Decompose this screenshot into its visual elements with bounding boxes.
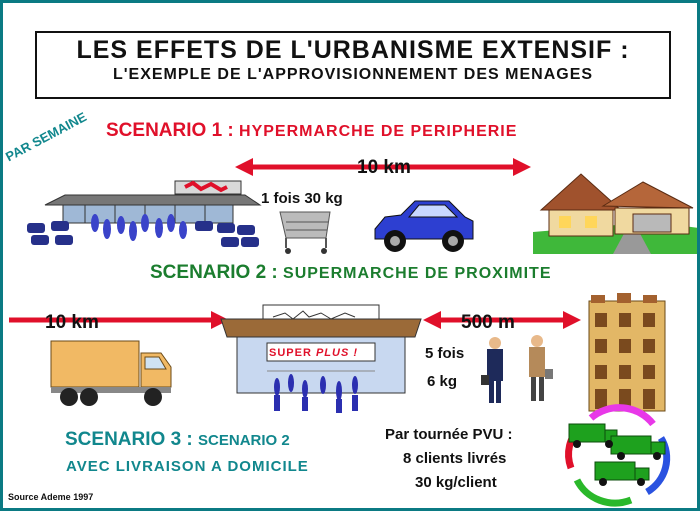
scenario-1-sep: : — [222, 120, 240, 141]
scenario-3-desc: SCENARIO 2 — [198, 432, 290, 449]
scenario-2-distance-arrow — [423, 311, 581, 329]
delivery-round-weight: 30 kg/client — [415, 474, 497, 491]
store-sign-a: SUPER — [269, 347, 316, 359]
source-note: Source Ademe 1997 — [8, 492, 94, 502]
store-sign: SUPER PLUS ! — [269, 347, 358, 359]
scenario-2-heading: SCENARIO 2 : SUPERMARCHE DE PROXIMITE — [150, 262, 552, 284]
supermarket-illustration — [220, 304, 422, 413]
scenario-1-label: SCENARIO 1 — [106, 120, 223, 141]
scenario-2-label: SCENARIO 2 — [150, 262, 267, 283]
delivery-round-label: Par tournée PVU : — [385, 426, 513, 443]
delivery-round-clients: 8 clients livrés — [403, 450, 507, 467]
scenario-3-distance-arrow — [9, 311, 229, 329]
scenario-2-trips-count: 5 fois — [425, 345, 465, 362]
scenario-1-distance-arrow — [235, 158, 531, 176]
scenario-1-heading: SCENARIO 1 : HYPERMARCHE DE PERIPHERIE — [106, 120, 517, 142]
per-week-label: PAR SEMAINE — [3, 109, 89, 165]
title-box: LES EFFETS DE L'URBANISME EXTENSIF : L'E… — [35, 31, 671, 99]
scenario-1-trips: 1 fois 30 kg — [261, 190, 343, 207]
page-subtitle: L'EXEMPLE DE L'APPROVISIONNEMENT DES MEN… — [112, 66, 594, 83]
scenario-2-sep: : — [266, 262, 284, 283]
scenario-2-trips-weight: 6 kg — [427, 373, 458, 390]
scenario-2-desc: SUPERMARCHE DE PROXIMITE — [283, 265, 552, 282]
scenario-2-distance: 500 m — [461, 312, 515, 333]
scenario-3-label: SCENARIO 3 : — [65, 429, 199, 450]
hypermarket-illustration — [27, 180, 262, 247]
walking-shoppers-icon — [481, 335, 553, 403]
scenario-1-distance: 10 km — [357, 157, 411, 178]
scenario-3-heading: SCENARIO 3 : SCENARIO 2 — [65, 429, 290, 451]
scenario-3-subtitle: AVEC LIVRAISON A DOMICILE — [66, 458, 309, 475]
townhouse-icon — [588, 293, 666, 412]
car-icon — [374, 200, 474, 252]
shopping-cart-icon — [279, 211, 331, 254]
scenario-1-desc: HYPERMARCHE DE PERIPHERIE — [239, 123, 518, 140]
store-sign-b: PLUS ! — [315, 347, 359, 359]
delivery-cycle-icon — [565, 404, 671, 507]
delivery-truck-icon — [50, 340, 172, 406]
scenario-3-distance: 10 km — [45, 312, 99, 333]
suburban-house-icon — [533, 173, 697, 254]
page-title: LES EFFETS DE L'URBANISME EXTENSIF : — [76, 36, 630, 64]
